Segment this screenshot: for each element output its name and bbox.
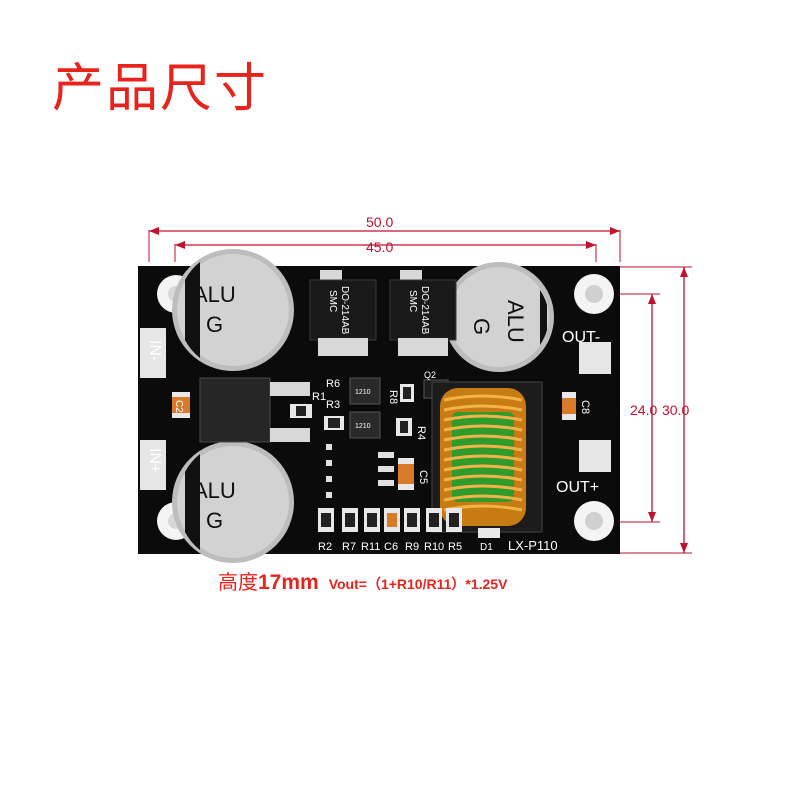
smd-capacitor-c5: C5 (398, 458, 429, 490)
label-q2: Q2 (424, 370, 436, 380)
dimension-height-outer: 30.0 (662, 402, 689, 418)
label-r10: R10 (424, 541, 444, 553)
mounting-hole (574, 274, 614, 314)
label-r11: R11 (361, 541, 380, 553)
pcb-board: ALU G ALU G ALU G SMC DO-214AB (138, 249, 620, 563)
diode-label: DO-214AB (339, 286, 350, 335)
label-out-plus: OUT+ (556, 479, 599, 496)
mounting-hole (574, 501, 614, 541)
label-c8: C8 (579, 400, 591, 414)
electrolytic-capacitor: ALU G (444, 262, 554, 372)
cap-label: ALU (193, 478, 236, 503)
label-in-plus: IN+ (146, 448, 163, 473)
diode-label: SMC (407, 290, 418, 312)
label-r1: R1 (312, 391, 326, 403)
pad-in-plus (140, 440, 166, 490)
pad-array (326, 444, 394, 498)
diode-label: SMC (327, 290, 338, 312)
toroid-inductor (431, 381, 543, 533)
smd-capacitor-c8: C8 (562, 392, 591, 420)
resistor-value: 1210 (355, 423, 371, 430)
dimension-width-inner: 45.0 (366, 239, 393, 255)
label-c6: C6 (384, 541, 398, 553)
dimension-width-outer: 50.0 (366, 214, 393, 230)
label-r4: R4 (415, 426, 427, 440)
pad-in-minus (140, 328, 166, 378)
cap-label: G (206, 312, 223, 337)
label-c5: C5 (417, 470, 429, 484)
smc-diode: SMC DO-214AB (389, 270, 457, 356)
dimension-right: 24.0 30.0 (610, 266, 692, 554)
diode-d1 (478, 528, 500, 538)
label-r3: R3 (326, 399, 340, 411)
label-r8: R8 (387, 390, 399, 404)
board-model: LX-P110 (508, 538, 558, 553)
label-r7: R7 (342, 541, 356, 553)
label-d1: D1 (480, 542, 493, 553)
pad-out-plus (579, 440, 611, 472)
cap-label: ALU (503, 300, 528, 343)
smd-capacitor-c2: C2 (172, 392, 190, 418)
label-r2: R2 (318, 541, 332, 553)
cap-label: G (469, 318, 494, 335)
label-out-minus: OUT- (562, 329, 600, 346)
label-r6: R6 (326, 378, 340, 390)
pad-out-minus (579, 342, 611, 374)
dimension-height-inner: 24.0 (630, 402, 657, 418)
cap-label: ALU (193, 282, 236, 307)
diode-label: DO-214AB (419, 286, 430, 335)
resistor-row (318, 508, 462, 532)
electrolytic-capacitor: ALU G (172, 441, 294, 563)
resistor-value: 1210 (355, 389, 371, 396)
regulator-chip (199, 377, 310, 443)
label-r9: R9 (405, 541, 419, 553)
smc-diode: SMC DO-214AB (309, 270, 377, 356)
electrolytic-capacitor: ALU G (172, 249, 294, 371)
cap-label: G (206, 508, 223, 533)
caption: 高度17mm Vout=（1+R10/R11）*1.25V (218, 566, 507, 595)
dimension-top: 50.0 45.0 (148, 214, 621, 262)
height-value: 17mm (258, 571, 319, 594)
page-title: 产品尺寸 (52, 59, 269, 119)
label-in-minus: IN- (146, 340, 163, 361)
height-label: 高度 (218, 570, 258, 594)
label-c2: C2 (173, 400, 184, 413)
vout-formula: Vout=（1+R10/R11）*1.25V (328, 576, 508, 592)
label-r5: R5 (448, 541, 462, 553)
